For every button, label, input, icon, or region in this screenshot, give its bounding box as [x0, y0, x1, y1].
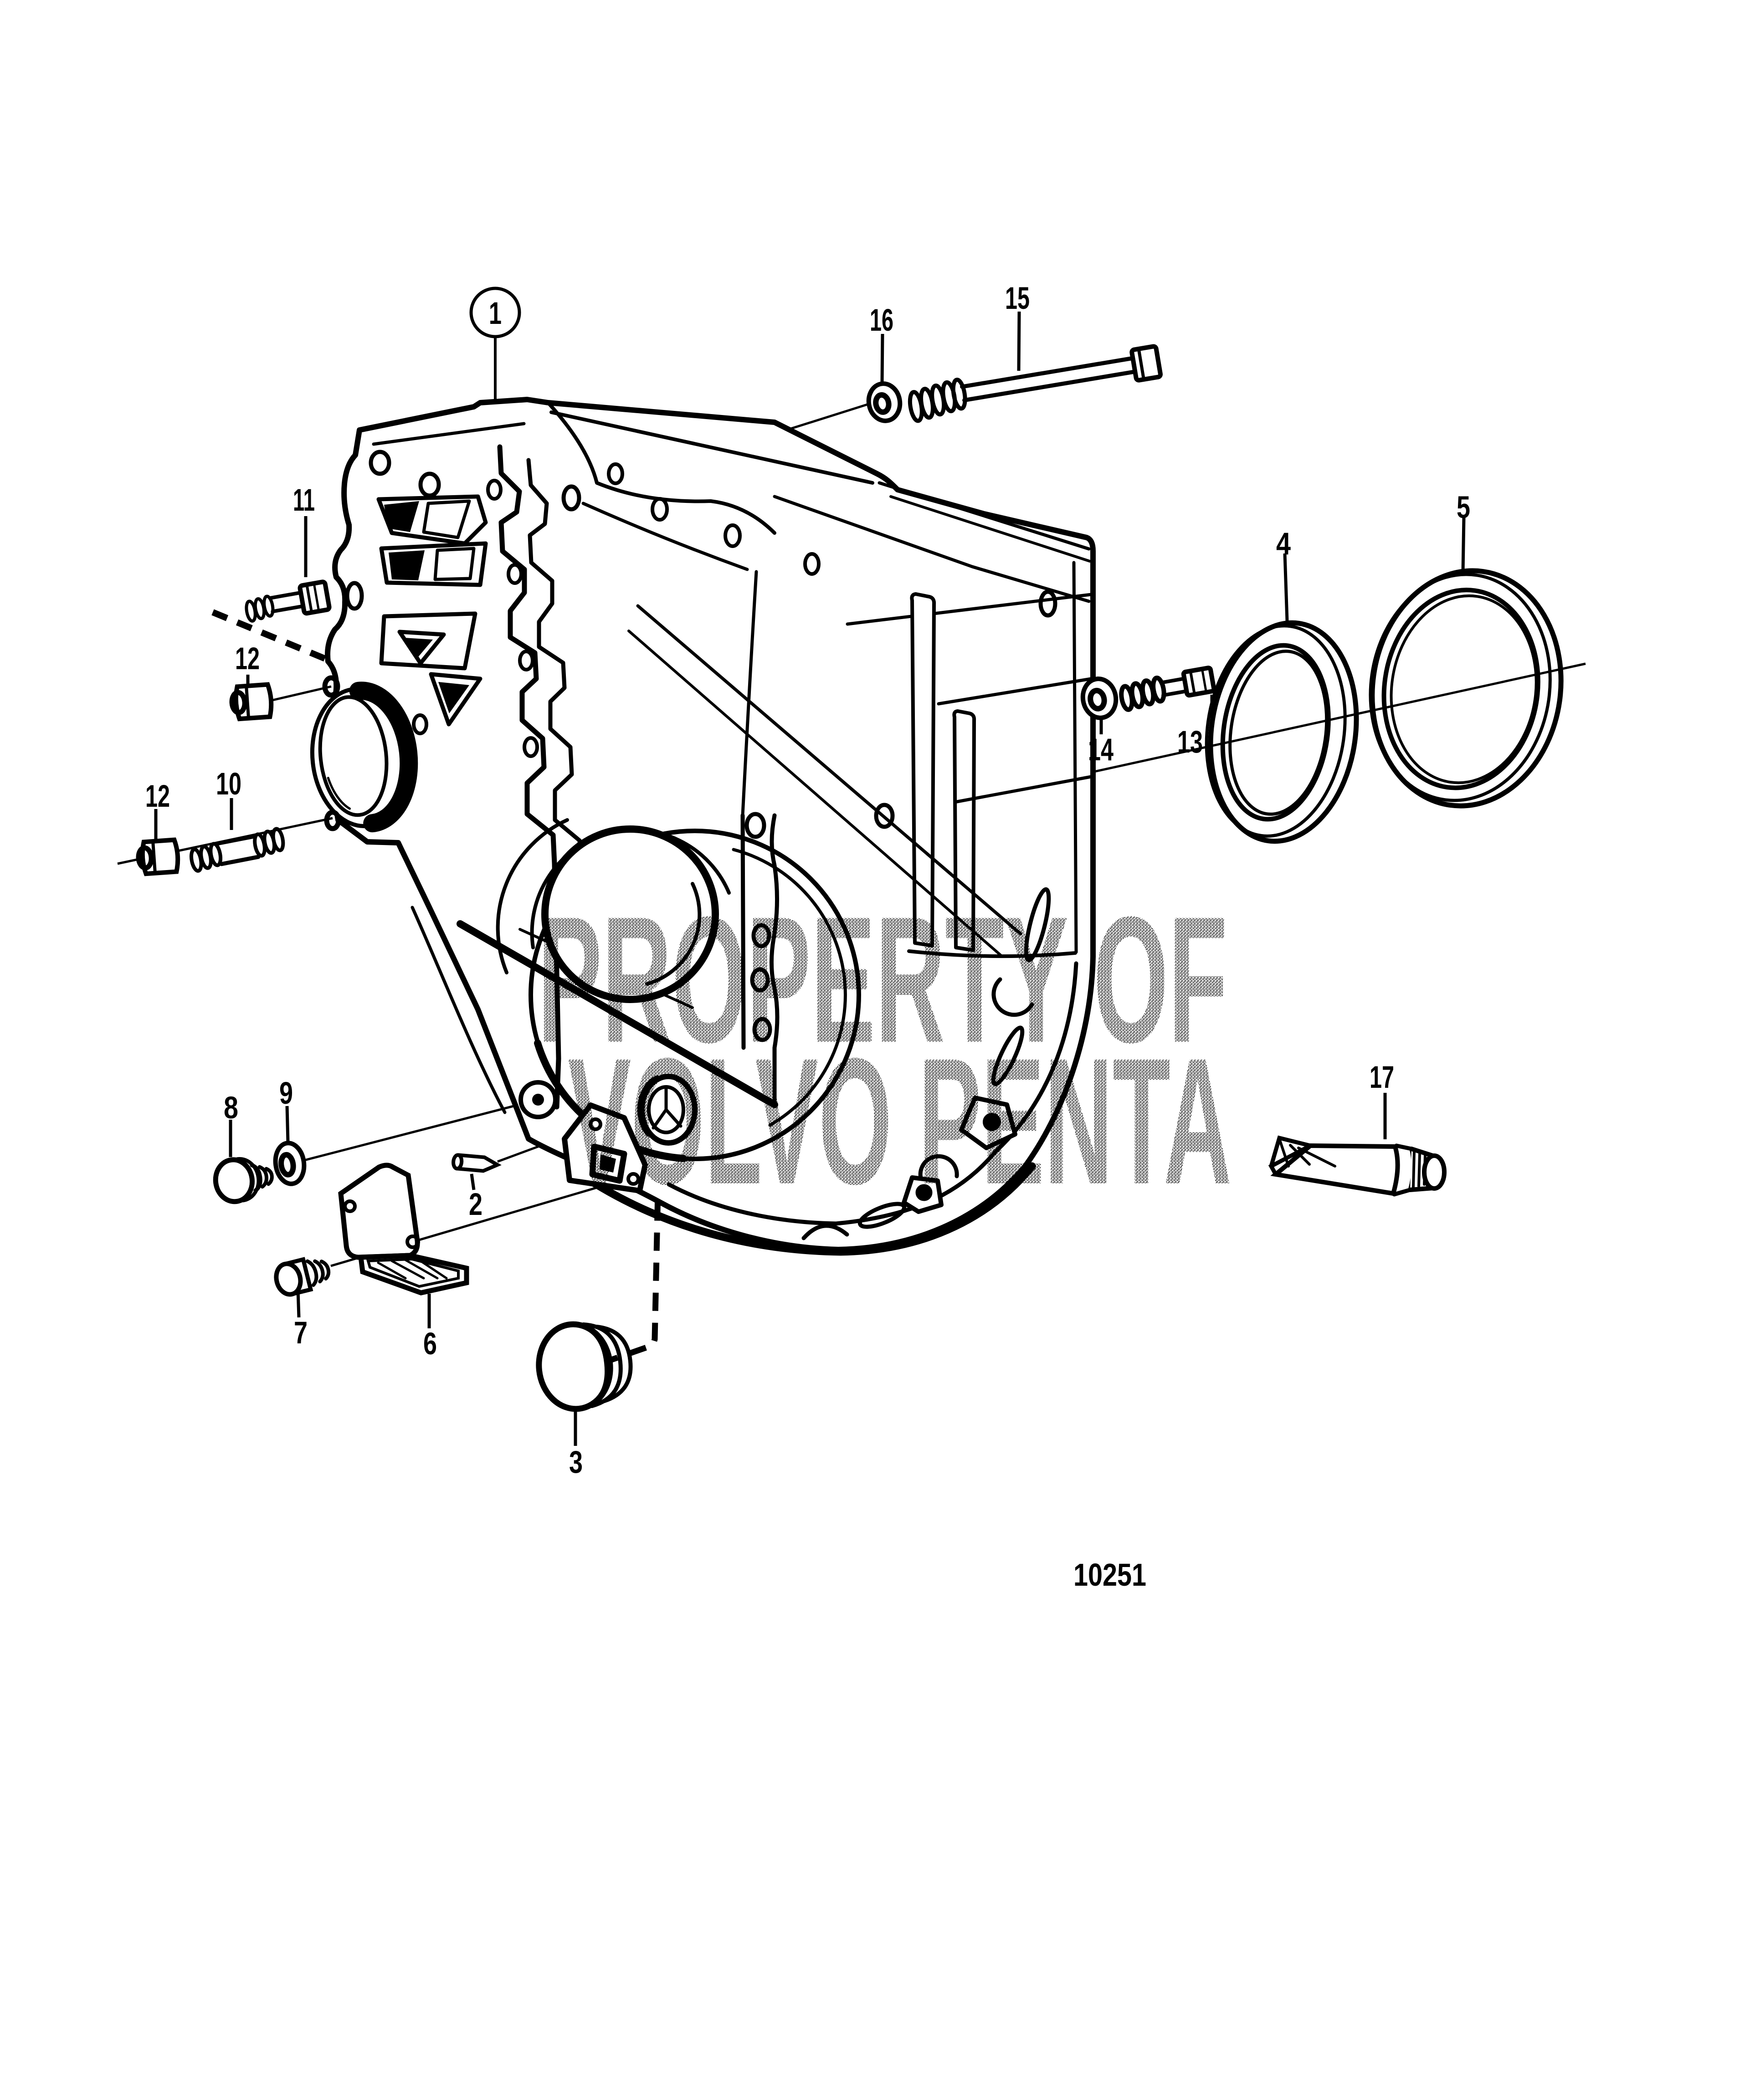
- svg-text:13: 13: [1177, 724, 1203, 759]
- svg-text:10: 10: [216, 766, 241, 801]
- svg-text:9: 9: [279, 1076, 293, 1111]
- svg-text:16: 16: [870, 302, 893, 338]
- svg-text:5: 5: [1457, 490, 1470, 525]
- svg-text:PROPERTY OF: PROPERTY OF: [538, 879, 1227, 1080]
- svg-text:2: 2: [469, 1187, 482, 1222]
- svg-text:11: 11: [293, 482, 315, 517]
- svg-text:12: 12: [235, 641, 260, 676]
- svg-text:4: 4: [1276, 526, 1291, 561]
- svg-text:3: 3: [569, 1444, 583, 1480]
- svg-text:17: 17: [1370, 1060, 1394, 1095]
- svg-text:15: 15: [1005, 281, 1030, 316]
- svg-text:7: 7: [294, 1315, 308, 1350]
- svg-text:12: 12: [145, 779, 170, 814]
- svg-text:VOLVO PENTA: VOLVO PENTA: [568, 1020, 1232, 1222]
- svg-text:14: 14: [1088, 732, 1114, 767]
- svg-text:6: 6: [423, 1326, 437, 1361]
- svg-text:1: 1: [489, 296, 502, 331]
- svg-text:10251: 10251: [1073, 1557, 1146, 1593]
- svg-text:8: 8: [224, 1090, 238, 1125]
